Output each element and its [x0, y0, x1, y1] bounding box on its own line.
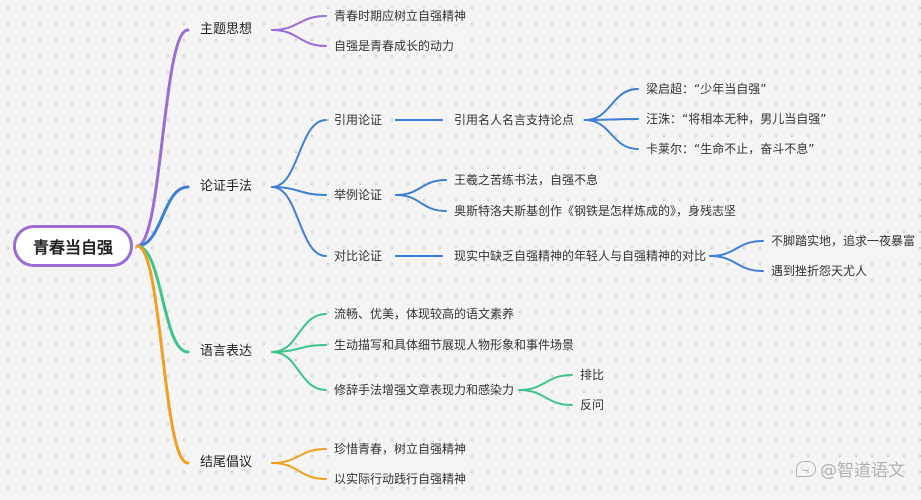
branch-closing[interactable]: 结尾倡议 — [197, 455, 256, 471]
closing-point-2[interactable]: 以实际行动践行自强精神 — [331, 471, 470, 487]
link-root-language — [135, 244, 190, 354]
quotation-example-2[interactable]: 汪洙：“将相本无种，男儿当自强” — [643, 111, 830, 127]
link-closing-2 — [271, 462, 327, 480]
link-root-theme — [135, 28, 190, 248]
closing-point-1[interactable]: 珍惜青春，树立自强精神 — [331, 441, 470, 457]
method-quotation[interactable]: 引用论证 — [331, 112, 386, 128]
link-root-methods — [135, 185, 190, 248]
link-theme-2 — [271, 29, 327, 47]
link-root-closing — [135, 244, 190, 465]
rhetoric-parallelism[interactable]: 排比 — [577, 367, 608, 383]
rhetoric-rhetorical-question[interactable]: 反问 — [577, 397, 608, 413]
watermark-text: @智道语文 — [820, 461, 905, 481]
link-rhetoric-1 — [518, 374, 573, 391]
theme-point-1[interactable]: 青春时期应树立自强精神 — [331, 8, 470, 24]
link-methods-contrast — [271, 186, 327, 257]
link-methods-example — [271, 186, 327, 196]
branch-argument-methods[interactable]: 论证手法 — [197, 179, 256, 195]
example-item-1[interactable]: 王羲之苦练书法，自强不息 — [451, 172, 602, 188]
link-language-rhetoric — [271, 351, 327, 391]
link-quote-ex3 — [584, 119, 639, 150]
link-contrast-ex1 — [709, 240, 764, 257]
method-contrast[interactable]: 对比论证 — [331, 248, 386, 264]
contrast-example-1[interactable]: 不脚踏实地，追求一夜暴富 — [768, 233, 919, 249]
link-example-1 — [395, 179, 447, 196]
link-contrast-ex2 — [709, 255, 764, 272]
branch-theme[interactable]: 主题思想 — [197, 22, 256, 38]
method-example[interactable]: 举例论证 — [331, 187, 386, 203]
link-rhetoric-2 — [518, 389, 573, 406]
contrast-example-2[interactable]: 遇到挫折怨天尤人 — [768, 263, 871, 279]
example-item-2[interactable]: 奥斯特洛夫斯基创作《钢铁是怎样炼成的》，身残志坚 — [451, 203, 740, 219]
branch-language[interactable]: 语言表达 — [197, 344, 256, 360]
watermark: @智道语文 — [796, 456, 905, 481]
language-point-2[interactable]: 生动描写和具体细节展现人物形象和事件场景 — [331, 337, 578, 353]
link-example-2 — [395, 194, 447, 212]
language-rhetoric[interactable]: 修辞手法增强文章表现力和感染力 — [331, 382, 518, 398]
chat-bubble-icon — [796, 460, 816, 477]
contrast-detail[interactable]: 现实中缺乏自强精神的年轻人与自强精神的对比 — [451, 248, 710, 264]
root-label: 青春当自强 — [32, 238, 113, 257]
link-quote-ex1 — [584, 88, 639, 121]
link-methods-quote — [271, 119, 327, 188]
root-node[interactable]: 青春当自强 — [13, 225, 133, 267]
link-quote-ex2 — [584, 118, 639, 121]
quotation-example-1[interactable]: 梁启超：“少年当自强” — [643, 81, 770, 97]
quotation-example-3[interactable]: 卡莱尔：“生命不止，奋斗不息” — [643, 141, 818, 157]
language-point-1[interactable]: 流畅、优美，体现较高的语文素养 — [331, 306, 518, 322]
link-theme-1 — [271, 15, 327, 31]
quotation-detail[interactable]: 引用名人名言支持论点 — [451, 112, 578, 128]
link-closing-1 — [271, 448, 327, 464]
theme-point-2[interactable]: 自强是青春成长的动力 — [331, 38, 458, 54]
link-language-2 — [271, 344, 327, 353]
